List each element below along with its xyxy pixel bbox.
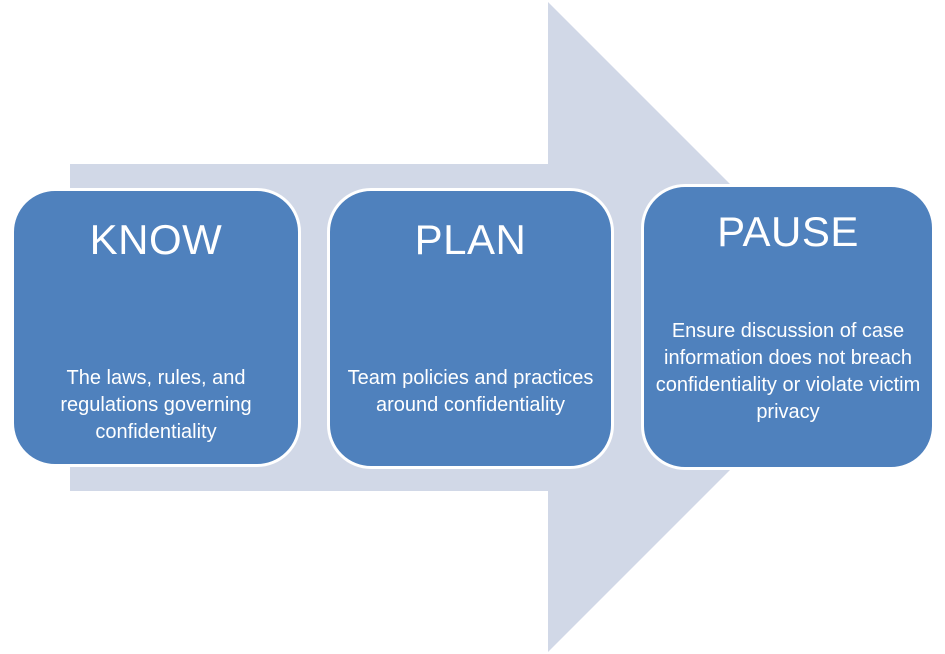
step-box-plan: PLAN Team policies and practices around …	[327, 188, 614, 469]
step-description-pause: Ensure discussion of case information do…	[655, 320, 921, 423]
step-box-pause: PAUSE Ensure discussion of case informat…	[641, 184, 935, 470]
step-box-know: KNOW The laws, rules, and regulations go…	[11, 188, 301, 467]
step-title-know: KNOW	[89, 216, 223, 263]
step-title-pause: PAUSE	[717, 208, 859, 255]
step-description-know: The laws, rules, and regulations governi…	[60, 367, 252, 443]
step-title-plan: PLAN	[414, 216, 527, 263]
step-description-plan: Team policies and practices around confi…	[347, 367, 594, 416]
